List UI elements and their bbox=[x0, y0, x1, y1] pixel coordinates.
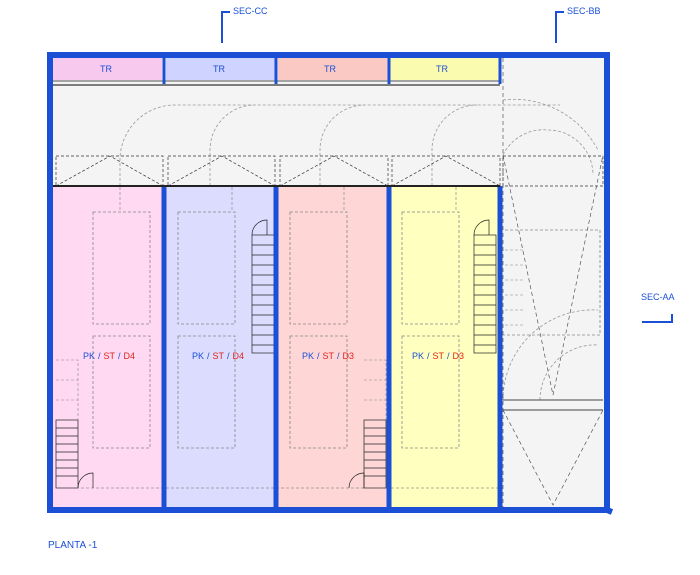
section-markers bbox=[221, 11, 673, 323]
tr-fill-1 bbox=[53, 58, 162, 80]
sec-cc-label: SEC-CC bbox=[233, 6, 268, 16]
unit-fill-1 bbox=[53, 186, 162, 508]
tr-label-1: TR bbox=[100, 64, 112, 74]
turning-arcs bbox=[119, 99, 599, 401]
sec-aa-mark bbox=[642, 314, 673, 323]
stair-landings bbox=[56, 249, 525, 420]
tr-label-4: TR bbox=[436, 64, 448, 74]
ramp-lines bbox=[502, 58, 604, 512]
tr-label-2: TR bbox=[213, 64, 225, 74]
walls bbox=[47, 52, 614, 515]
unit-fill-4 bbox=[390, 186, 499, 508]
plan-title: PLANTA -1 bbox=[48, 540, 98, 551]
sec-aa-label: SEC-AA bbox=[641, 292, 675, 302]
unit-label-4: PK/ST/D3 bbox=[412, 351, 464, 361]
tr-fill-ramp bbox=[503, 58, 603, 80]
unit-label-3: PK/ST/D3 bbox=[302, 351, 354, 361]
unit-label-2: PK/ST/D4 bbox=[192, 351, 244, 361]
sec-cc-mark bbox=[221, 11, 230, 43]
tr-label-3: TR bbox=[324, 64, 336, 74]
tr-fill-3 bbox=[278, 58, 388, 80]
sec-bb-label: SEC-BB bbox=[567, 6, 601, 16]
tr-fill-2 bbox=[166, 58, 275, 80]
sec-bb-mark bbox=[555, 11, 564, 43]
unit-label-1: PK/ST/D4 bbox=[83, 351, 135, 361]
unit-fill-2 bbox=[166, 186, 275, 508]
unit-fill-3 bbox=[278, 186, 388, 508]
tr-fill-4 bbox=[390, 58, 499, 80]
